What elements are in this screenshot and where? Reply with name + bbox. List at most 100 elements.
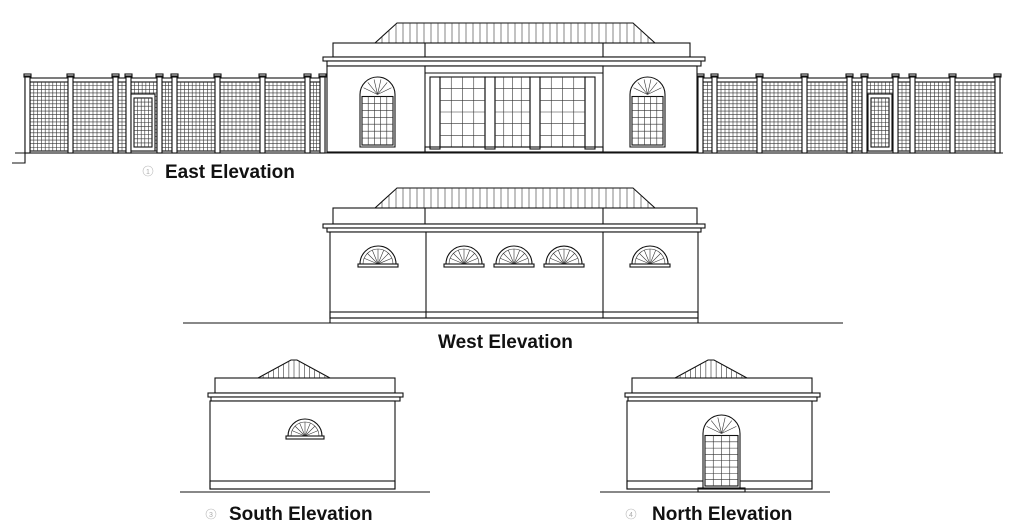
fanlight-muntin: [647, 87, 662, 95]
lunette-sill: [357, 263, 399, 268]
lunette-muntin: [294, 425, 306, 437]
lunette-muntin: [649, 257, 664, 265]
lunette-sill: [629, 263, 671, 268]
arched-window: [629, 76, 666, 148]
cornice-band: [326, 227, 702, 233]
fanlight-muntin: [721, 417, 726, 434]
fanlight-muntin: [637, 82, 648, 95]
west-elevation-drawing: [183, 187, 843, 324]
fence-post: [861, 75, 868, 154]
north-elevation-title: North Elevation: [652, 504, 792, 525]
south-elevation-title: South Elevation: [229, 504, 373, 525]
lunette-muntin: [649, 250, 657, 265]
post-cap: [993, 73, 1002, 78]
lunette-muntin: [377, 250, 385, 265]
cornice: [207, 392, 404, 398]
fence-post: [67, 75, 74, 154]
lunette-muntin: [367, 253, 379, 265]
lunette-muntin: [643, 250, 651, 265]
lunette-muntin: [377, 253, 389, 265]
fanlight-muntin: [647, 82, 658, 95]
lunette-muntin: [371, 250, 379, 265]
building-wall: [329, 231, 699, 319]
lunette-muntin: [553, 253, 565, 265]
post-cap: [860, 73, 869, 78]
fanlight-muntin: [633, 87, 648, 95]
lunette-muntin: [304, 422, 311, 437]
lunette-sill: [443, 263, 485, 268]
lunette-muntin: [563, 250, 571, 265]
lunette-muntin: [513, 253, 525, 265]
lunette-muntin: [299, 422, 306, 437]
fanlight-muntin: [377, 87, 392, 95]
north-elevation-marker: [625, 508, 637, 520]
post-cap: [66, 73, 75, 78]
plinth: [209, 480, 396, 490]
trellis-panel: [309, 81, 321, 152]
lunette-muntin: [563, 257, 578, 265]
ground-step: [12, 153, 26, 164]
lunette-muntin: [503, 253, 515, 265]
lunette-muntin: [636, 257, 651, 265]
south-elevation-drawing: [180, 359, 430, 493]
cornice: [624, 392, 821, 398]
lunette-muntin: [450, 257, 465, 265]
lunette-muntin: [507, 250, 515, 265]
west-elevation-title: West Elevation: [438, 332, 573, 353]
fence-post: [846, 75, 853, 154]
parapet: [631, 377, 813, 394]
lunette-muntin: [557, 250, 565, 265]
fanlight-muntin: [377, 79, 382, 95]
fanlight-muntin: [721, 426, 737, 434]
window-grid: [631, 95, 664, 146]
east-elevation-title: East Elevation: [165, 162, 295, 183]
fence-post: [304, 75, 311, 154]
fence-post: [259, 75, 266, 154]
arched-window: [359, 76, 396, 148]
lunette-muntin: [457, 250, 465, 265]
fanlight-muntin: [373, 79, 378, 95]
lunette-muntin: [364, 257, 379, 265]
lunette-sill: [285, 435, 325, 440]
lunette-muntin: [500, 257, 515, 265]
fanlight-muntin: [647, 79, 652, 95]
trellis-panel: [161, 81, 173, 152]
fence-post: [156, 75, 163, 154]
lunette-muntin: [463, 250, 471, 265]
trellis-panel: [851, 81, 863, 152]
south-elevation-marker: [205, 508, 217, 520]
lunette-sill: [493, 263, 535, 268]
portico-column: [529, 76, 541, 150]
window-grid: [361, 95, 394, 146]
lunette-muntin: [453, 253, 465, 265]
lunette-muntin: [291, 430, 306, 437]
south-elevation-marker-number: 3: [209, 512, 213, 519]
portico: [424, 65, 604, 153]
post-cap: [891, 73, 900, 78]
cornice: [322, 56, 706, 62]
parapet: [214, 377, 396, 394]
trellis-panel: [914, 81, 951, 152]
north-elevation-marker-number: 4: [629, 512, 633, 519]
post-cap: [23, 73, 32, 78]
post-cap: [800, 73, 809, 78]
post-cap: [710, 73, 719, 78]
fanlight-muntin: [367, 82, 378, 95]
cornice-band: [627, 396, 818, 402]
cornice: [322, 223, 706, 229]
lunette-muntin: [513, 257, 528, 265]
fence-post: [909, 75, 916, 154]
portico-column: [584, 76, 596, 150]
post-cap: [318, 73, 327, 78]
lunette-muntin: [304, 425, 316, 437]
fanlight-muntin: [377, 82, 388, 95]
fence-post: [319, 75, 326, 154]
east-elevation-drawing: [12, 22, 1003, 164]
fanlight-muntin: [717, 417, 722, 434]
lunette-sill: [543, 263, 585, 268]
post-cap: [908, 73, 917, 78]
portico-column: [484, 76, 496, 150]
east-elevation-marker-number: 1: [146, 169, 150, 176]
